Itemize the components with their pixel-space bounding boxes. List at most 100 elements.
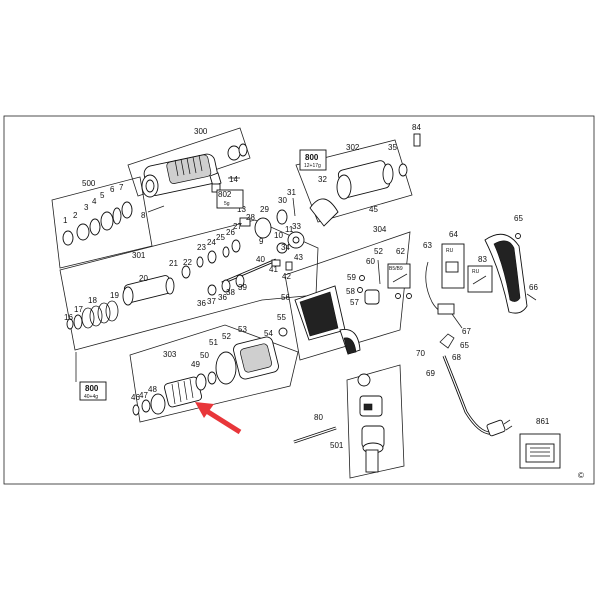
label-36b: 36	[218, 293, 227, 302]
label-54: 54	[264, 329, 273, 338]
group-switch-parts: 14 15 13 802 5g	[211, 175, 246, 214]
label-303: 303	[163, 350, 177, 359]
group-861: 861	[519, 417, 561, 469]
label-33: 33	[292, 222, 301, 231]
label-46: 46	[131, 393, 140, 402]
label-13: 13	[237, 205, 246, 214]
label-30: 30	[278, 196, 287, 205]
label-10: 10	[274, 231, 283, 240]
label-59: 59	[347, 273, 356, 282]
group-cord: 70 65 68 69	[416, 333, 513, 437]
label-68: 68	[452, 353, 461, 362]
label-5: 5	[100, 191, 105, 200]
label-28: 28	[246, 213, 255, 222]
label-64: 64	[449, 230, 458, 239]
label-1: 1	[63, 216, 68, 225]
label-23: 23	[197, 243, 206, 252]
label-60: 60	[366, 257, 375, 266]
group-500: 500 1 2 3 4 5 6 7 8	[51, 176, 165, 269]
label-501: 501	[330, 441, 344, 450]
label-16: 16	[64, 313, 73, 322]
label-63: 63	[423, 241, 432, 250]
group-electrical: 62 B5/B9 63 67 64 RU 83 RU	[387, 230, 493, 336]
label-36: 36	[197, 299, 206, 308]
label-67: 67	[462, 327, 471, 336]
label-500: 500	[82, 179, 96, 188]
label-62-b: B5/B9	[389, 266, 403, 272]
label-800b: 800	[85, 384, 99, 393]
label-58: 58	[346, 287, 355, 296]
label-800b-sub: 40+4g	[84, 394, 98, 400]
label-301: 301	[132, 251, 146, 260]
label-9: 9	[259, 237, 264, 246]
label-47: 47	[139, 391, 148, 400]
label-65a: 65	[514, 214, 523, 223]
label-19: 19	[110, 291, 119, 300]
label-17: 17	[74, 305, 83, 314]
label-42: 42	[282, 272, 291, 281]
label-83-ru: RU	[472, 269, 480, 275]
label-800a-sub: 12+17g	[304, 163, 321, 169]
label-31: 31	[287, 188, 296, 197]
label-4: 4	[92, 197, 97, 206]
label-84: 84	[412, 123, 421, 132]
diagram-frame	[3, 115, 595, 485]
label-32: 32	[318, 175, 327, 184]
label-62: 62	[396, 247, 405, 256]
label-6: 6	[110, 185, 115, 194]
label-52a: 52	[374, 247, 383, 256]
group-301: 301 16 17 18 19 20 21 22 23 24 25 26	[59, 188, 319, 351]
label-26: 26	[226, 228, 235, 237]
label-69: 69	[426, 369, 435, 378]
label-83: 83	[478, 255, 487, 264]
label-18: 18	[88, 296, 97, 305]
label-66: 66	[529, 283, 538, 292]
label-304: 304	[373, 225, 387, 234]
label-29: 29	[260, 205, 269, 214]
label-45: 45	[369, 205, 378, 214]
label-27: 27	[233, 222, 242, 231]
red-arrow-icon	[195, 402, 242, 435]
label-37: 37	[207, 297, 216, 306]
label-861: 861	[536, 417, 550, 426]
label-64-ru: RU	[446, 248, 454, 254]
label-41: 41	[269, 265, 278, 274]
label-38: 38	[226, 288, 235, 297]
label-53: 53	[238, 325, 247, 334]
label-48: 48	[148, 385, 157, 394]
label-55: 55	[277, 313, 286, 322]
label-302: 302	[346, 143, 360, 152]
label-14: 14	[229, 175, 238, 184]
group-304: 304 56 55 54 59 58 57 60 52	[264, 225, 411, 361]
label-80: 80	[314, 413, 323, 422]
label-51: 51	[209, 338, 218, 347]
label-20: 20	[139, 274, 148, 283]
label-65b: 65	[460, 341, 469, 350]
label-34: 34	[281, 243, 290, 252]
label-70: 70	[416, 349, 425, 358]
group-302: 800 12+17g 302 32 45 35 84	[295, 123, 421, 227]
label-11: 11	[285, 225, 294, 234]
label-24: 24	[207, 238, 216, 247]
label-22: 22	[183, 258, 192, 267]
label-40: 40	[256, 255, 265, 264]
label-56: 56	[281, 293, 290, 302]
label-8: 8	[141, 211, 146, 220]
label-57: 57	[350, 298, 359, 307]
group-501: 80 501	[293, 364, 405, 479]
group-303: 303 53 52 51 50 49 48 47 46 800 40+4g	[75, 324, 299, 423]
label-7: 7	[119, 183, 124, 192]
label-25: 25	[216, 233, 225, 242]
label-52b: 52	[222, 332, 231, 341]
label-39: 39	[238, 283, 247, 292]
label-43: 43	[294, 253, 303, 262]
label-802: 802	[218, 190, 232, 199]
group-300: 300	[127, 127, 251, 198]
label-35: 35	[388, 143, 397, 152]
label-50: 50	[200, 351, 209, 360]
copyright-mark: ©	[578, 471, 584, 480]
label-21: 21	[169, 259, 178, 268]
label-802-sub: 5g	[224, 201, 230, 207]
group-handle: 65 66	[484, 214, 538, 314]
